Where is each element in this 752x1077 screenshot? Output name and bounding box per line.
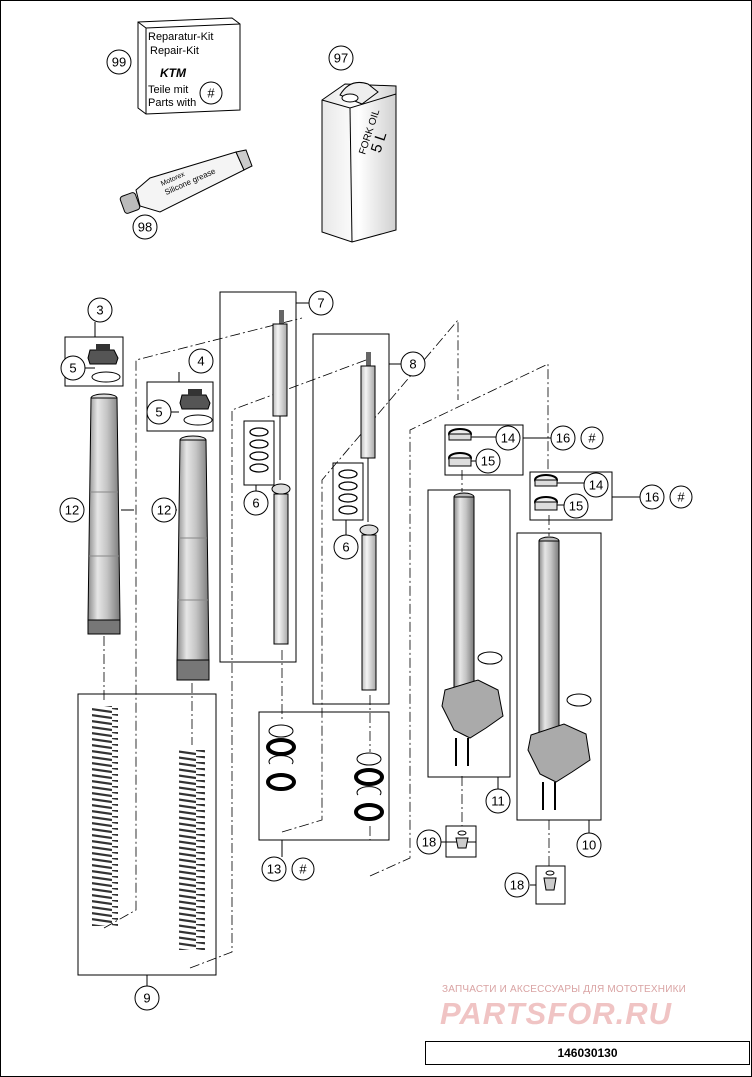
- kit-hash-circle: [199, 81, 223, 105]
- callout-7: 7: [308, 290, 334, 316]
- svg-text:97: 97: [334, 51, 348, 66]
- svg-text:12: 12: [157, 503, 171, 518]
- silicone-grease-tube: Motorex Silicone grease: [119, 149, 253, 214]
- fork-cap-3: [87, 344, 121, 383]
- callout-5b: 5: [146, 399, 172, 425]
- svg-text:16: 16: [556, 431, 570, 446]
- svg-text:4: 4: [197, 354, 204, 369]
- callout-12b: 12: [151, 497, 177, 523]
- svg-text:98: 98: [138, 220, 152, 235]
- callout-4: 4: [188, 348, 214, 374]
- oil-volume: 5 L: [368, 130, 391, 155]
- leader-lines: [103, 317, 550, 969]
- svg-text:16: 16: [645, 490, 659, 505]
- svg-text:14: 14: [501, 431, 515, 446]
- kit-brand-logo: KTM: [160, 66, 187, 80]
- callout-97: 97: [328, 45, 354, 71]
- callout-13: 13: [261, 856, 287, 882]
- svg-text:5: 5: [69, 361, 76, 376]
- callout-18b: 18: [504, 872, 530, 898]
- svg-text:7: 7: [317, 296, 324, 311]
- callout-5a: 5: [60, 355, 86, 381]
- callout-99: 99: [106, 49, 132, 75]
- callout-hash-16b: #: [669, 485, 693, 509]
- callout-98: 98: [132, 214, 158, 240]
- svg-text:13: 13: [267, 862, 281, 877]
- seal-rings-6: [249, 427, 358, 515]
- kit-line3: Teile mit: [148, 84, 188, 96]
- svg-text:6: 6: [252, 496, 259, 511]
- svg-text:15: 15: [569, 499, 583, 514]
- svg-text:11: 11: [491, 794, 505, 809]
- svg-text:12: 12: [65, 503, 79, 518]
- callout-11: 11: [485, 788, 511, 814]
- kit-hash: #: [207, 86, 215, 101]
- callout-10: 10: [576, 832, 602, 858]
- bleed-screw-18b: [543, 870, 557, 891]
- callout-15a: 15: [475, 448, 501, 474]
- svg-text:99: 99: [112, 55, 126, 70]
- svg-text:9: 9: [143, 991, 150, 1006]
- callout-8: 8: [400, 351, 426, 377]
- bushings-lower: [534, 474, 558, 511]
- group-boxes: [64, 291, 613, 976]
- fork-cap-4: [179, 389, 213, 426]
- callout-hash-16a: #: [580, 426, 604, 450]
- svg-text:3: 3: [96, 303, 103, 318]
- kit-line4: Parts with: [148, 97, 196, 109]
- svg-text:6: 6: [342, 540, 349, 555]
- svg-text:18: 18: [422, 835, 436, 850]
- watermark-tagline: ЗАПЧАСТИ И АКСЕССУАРЫ ДЛЯ МОТОТЕХНИКИ: [442, 984, 687, 995]
- svg-text:10: 10: [582, 838, 596, 853]
- callout-9: 9: [134, 985, 160, 1011]
- callout-16a: 16: [550, 425, 576, 451]
- callouts: 99 97 98 3 5 4 5 7 8 6 6 12 12 14 15 16 …: [59, 45, 693, 1011]
- callout-16b: 16: [639, 484, 665, 510]
- callout-hash-13: #: [291, 857, 315, 881]
- cartridge-7: [271, 310, 291, 645]
- inner-tube-10: [527, 536, 592, 810]
- callout-6b: 6: [333, 534, 359, 560]
- svg-text:#: #: [588, 431, 596, 446]
- inner-tube-11: [441, 492, 504, 766]
- callout-12a: 12: [59, 497, 85, 523]
- callout-14a: 14: [495, 425, 521, 451]
- callout-3: 3: [87, 297, 113, 323]
- callout-18a: 18: [416, 829, 442, 855]
- svg-text:15: 15: [481, 454, 495, 469]
- outer-tube-right: [176, 435, 210, 681]
- outer-tube-left: [87, 393, 121, 635]
- svg-text:14: 14: [589, 478, 603, 493]
- svg-text:#: #: [299, 862, 307, 877]
- callout-15b: 15: [563, 493, 589, 519]
- svg-text:8: 8: [409, 357, 416, 372]
- repair-kit-box: Reparatur-Kit Repair-Kit KTM Teile mit P…: [137, 17, 241, 115]
- kit-line1: Reparatur-Kit: [148, 31, 213, 43]
- seal-kit-13: [266, 724, 384, 821]
- callout-14b: 14: [583, 472, 609, 498]
- bleed-screw-18a: [455, 830, 469, 849]
- cartridge-8: [359, 352, 379, 691]
- svg-text:#: #: [677, 490, 685, 505]
- bushings-upper: [448, 428, 472, 467]
- part-number-label: 146030130: [425, 1041, 750, 1065]
- callout-6a: 6: [243, 490, 269, 516]
- watermark-logo: PARTSFOR.RU: [440, 996, 673, 1031]
- kit-line2: Repair-Kit: [150, 45, 199, 57]
- svg-text:18: 18: [510, 878, 524, 893]
- spring-right: [179, 750, 205, 950]
- fork-oil-can: FORK OIL 5 L: [321, 81, 397, 243]
- svg-text:5: 5: [155, 405, 162, 420]
- spring-left: [92, 706, 118, 926]
